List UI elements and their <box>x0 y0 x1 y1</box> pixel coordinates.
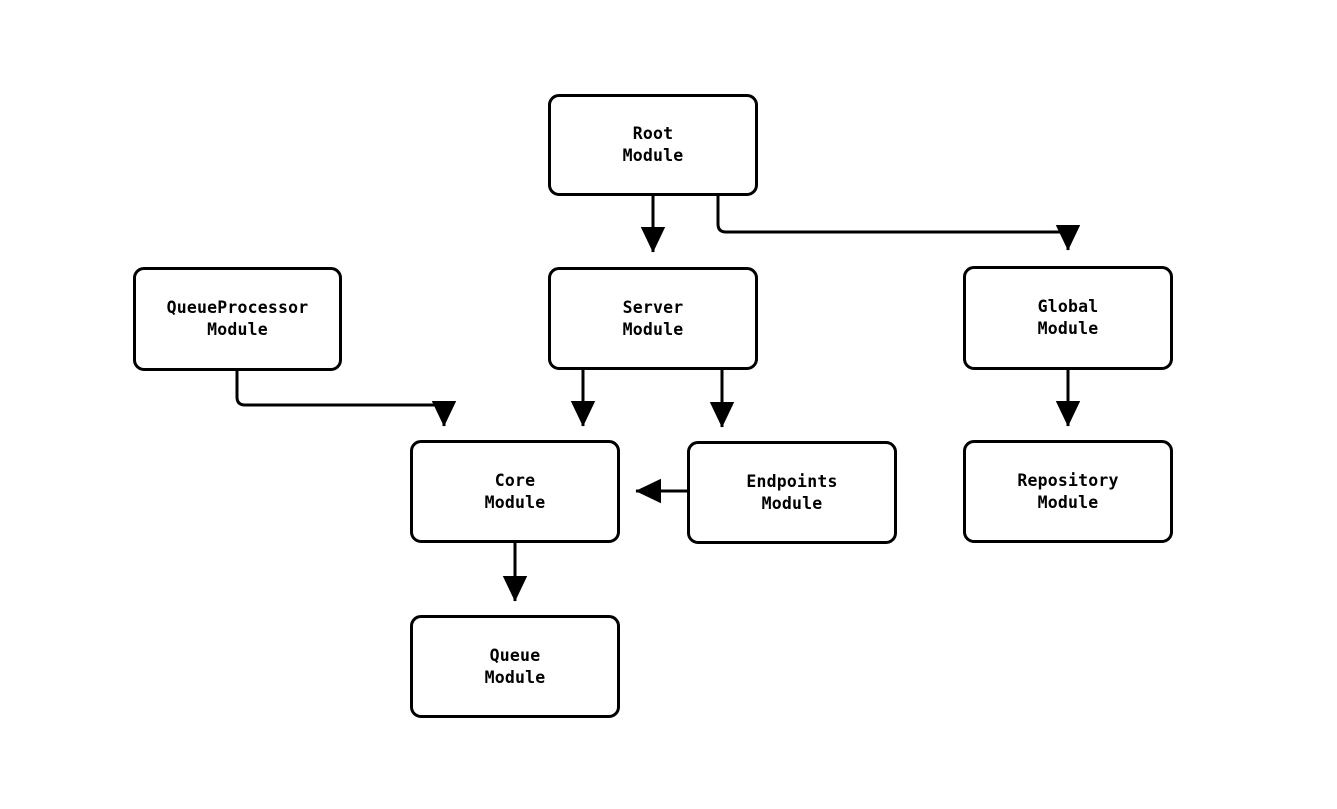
node-queueprocessor-label-line2: Module <box>207 320 268 339</box>
node-queueprocessor-label-line1: QueueProcessor <box>166 298 309 317</box>
node-server-label-line2: Module <box>622 319 684 339</box>
node-root-label-line1: Root <box>632 124 674 143</box>
node-repository-label-line1: Repository <box>1017 470 1119 490</box>
edge-queueprocessor-to-core <box>235 371 457 427</box>
node-root-label-line2: Module <box>622 146 684 165</box>
edge-root-to-global <box>716 196 1081 251</box>
edges-group <box>235 196 1081 602</box>
node-repository-label-line2: Module <box>1037 492 1099 512</box>
node-core-label-line1: Core <box>494 470 536 490</box>
node-endpoints-label-line1: Endpoints <box>746 471 838 491</box>
node-server-label-line1: Server <box>622 297 684 317</box>
node-global-label-line2: Module <box>1037 319 1099 338</box>
node-global-label-line1: Global <box>1037 297 1099 316</box>
node-endpoints-label-line2: Module <box>761 493 823 513</box>
node-core-label-line2: Module <box>484 492 546 512</box>
node-queue-label-line2: Module <box>484 667 546 687</box>
node-queue-label-line1: Queue <box>489 645 541 665</box>
